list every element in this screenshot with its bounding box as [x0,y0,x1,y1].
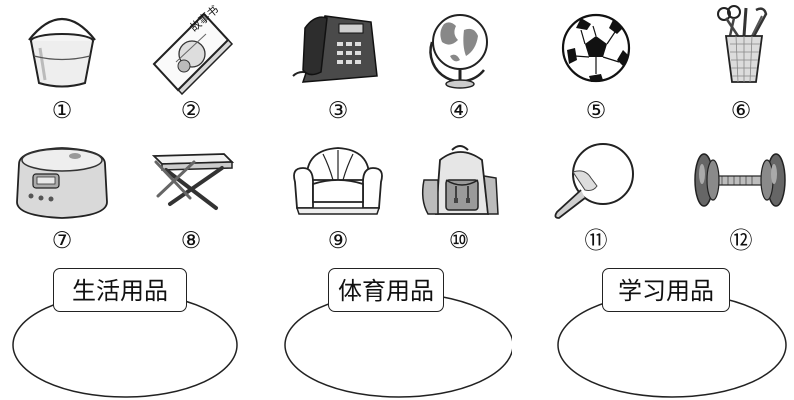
item-number: ⑤ [585,98,607,124]
backpack-icon [421,145,499,215]
item-1: ① [7,0,117,124]
item-12: ⑫ [686,140,794,260]
item-number: ⑥ [730,98,752,124]
sofa-icon [293,147,383,215]
item-6: ⑥ [686,0,794,124]
item-4: ④ [404,0,514,124]
item-2: 故事书 ② [136,0,246,124]
group-daily-goods: 生活用品 [10,265,240,400]
group-label: 体育用品 [328,268,444,312]
group-label: 生活用品 [53,268,187,312]
dumbbell-icon [694,153,786,207]
soccer-ball-icon [561,13,631,83]
item-number: ⑫ [729,228,753,254]
item-number: ① [51,98,73,124]
item-number: ⑨ [327,228,349,254]
item-number: ③ [327,98,349,124]
item-3: ③ [283,0,393,124]
pen-holder-icon [717,5,768,83]
item-8: ⑧ [136,140,246,260]
item-7: ⑦ [7,140,117,260]
item-number: ⑦ [51,228,73,254]
group-sports-goods: 体育用品 [282,265,512,400]
item-5: ⑤ [541,0,651,124]
item-number: ② [180,98,202,124]
item-number: ⑩ [448,228,470,254]
item-10: ⑩ [404,140,514,260]
item-9: ⑨ [283,140,393,260]
group-school-supplies: 学习用品 [555,265,790,400]
globe-icon [429,14,488,89]
item-number: ⑧ [180,228,202,254]
folding-stool-icon [151,153,235,210]
item-number: ⑪ [584,228,608,254]
ping-pong-paddle-icon [554,143,634,219]
rice-cooker-icon [16,147,108,219]
bucket-icon [28,17,96,88]
telephone-icon [292,15,378,83]
group-label: 学习用品 [602,268,730,312]
item-number: ④ [448,98,470,124]
item-11: ⑪ [541,140,651,260]
storybook-icon: 故事书 [152,2,234,95]
